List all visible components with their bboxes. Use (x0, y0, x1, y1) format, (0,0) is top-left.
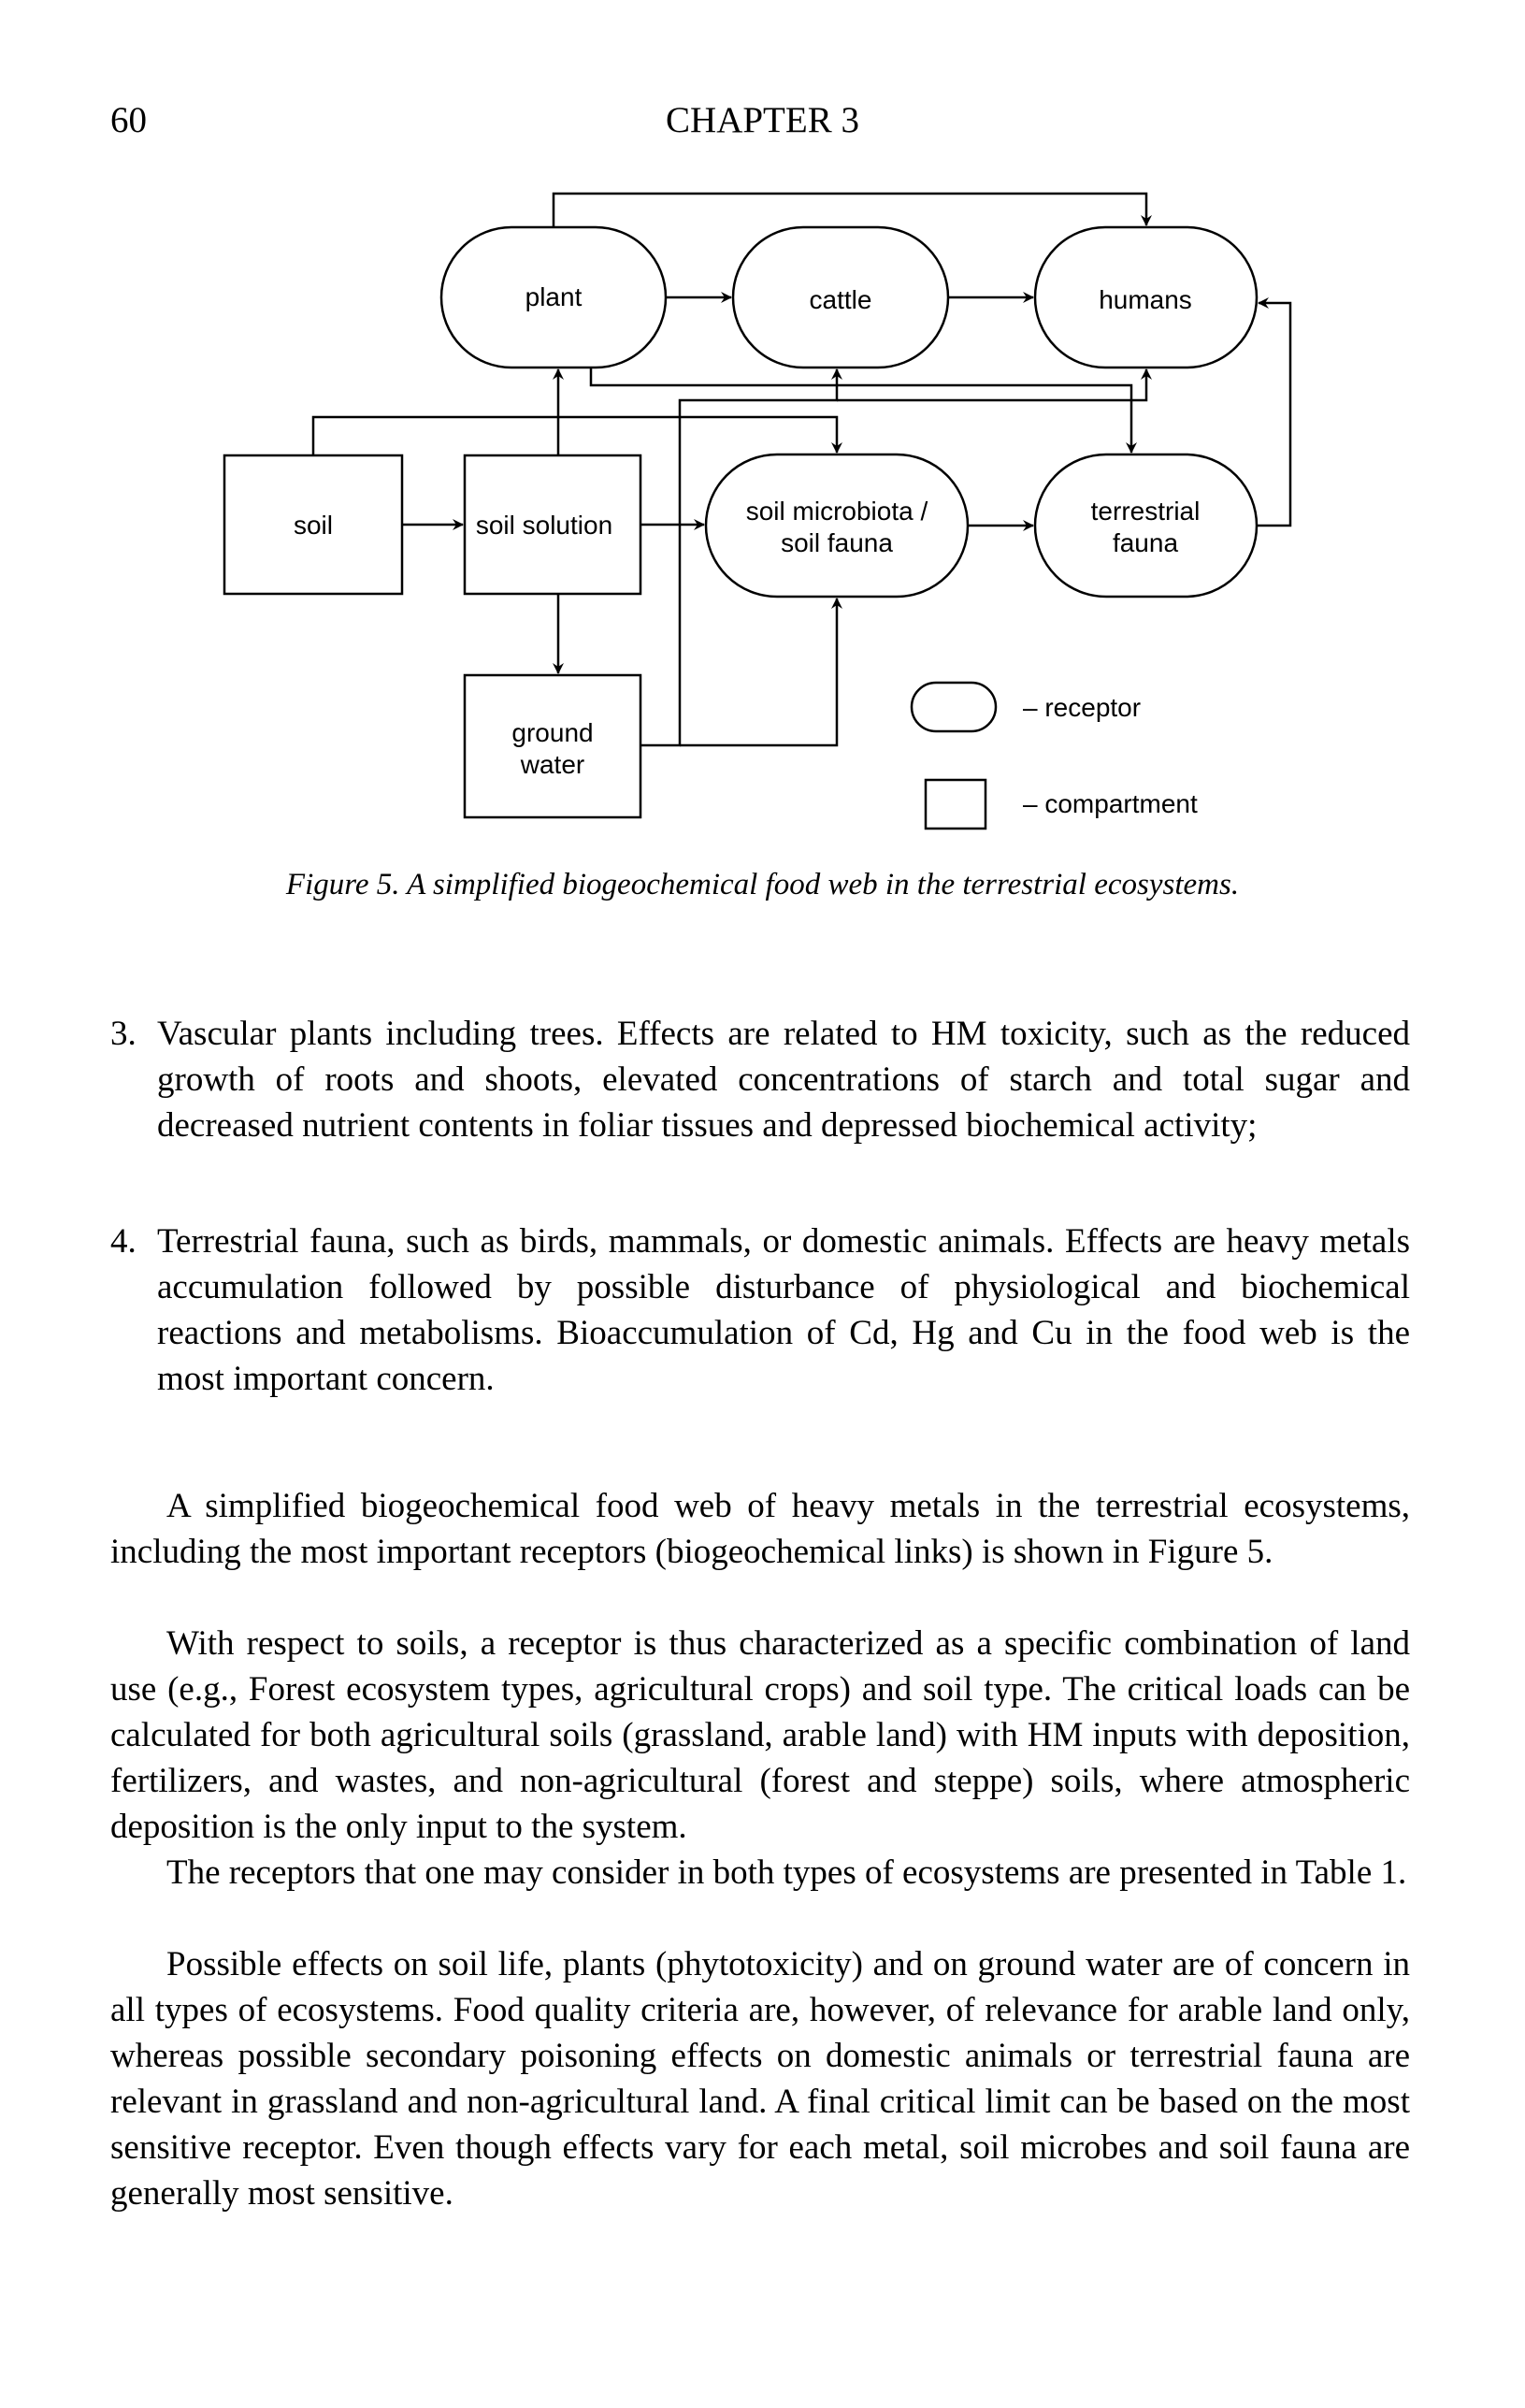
list-item-text: Vascular plants including trees. Effects… (157, 1015, 1410, 1145)
plant-label: plant (525, 282, 583, 311)
soil-to-microbiota-arrow (311, 415, 842, 455)
list-item-number: 3. (110, 1015, 137, 1053)
list-item-number: 4. (110, 1222, 137, 1261)
soil-microbiota-label-line2: soil fauna (781, 528, 893, 557)
figure-caption: Figure 5. A simplified biogeochemical fo… (285, 868, 1240, 901)
groundwater-to-cattle-arrow (640, 368, 842, 747)
ground-water-label-line1: ground (511, 718, 593, 747)
body-paragraph: The receptors that one may consider in b… (166, 1853, 1407, 1892)
legend-compartment-label: – compartment (1023, 789, 1198, 818)
humans-label: humans (1099, 285, 1192, 314)
running-head: CHAPTER 3 (666, 100, 859, 140)
legend-compartment-shape (924, 778, 987, 830)
soil-label: soil (294, 511, 333, 540)
body-paragraph: A simplified biogeochemical food web of … (110, 1487, 1410, 1571)
cattle-label: cattle (810, 285, 872, 314)
body-paragraph: Possible effects on soil life, plants (p… (110, 1945, 1410, 2213)
soil-microbiota-receptor (704, 453, 970, 598)
body-paragraph: With respect to soils, a receptor is thu… (110, 1624, 1410, 1846)
terrestrial-fauna-receptor (1033, 453, 1259, 598)
plant-to-fauna-arrow (589, 368, 1137, 454)
food-web-diagram: plant cattle humans soil soil solution s… (223, 192, 1292, 830)
fauna-to-humans-arrow (1257, 297, 1292, 527)
humans-receptor (1033, 225, 1259, 369)
terrestrial-fauna-label-line1: terrestrial (1091, 497, 1201, 526)
soil-solution-label: soil solution (476, 511, 612, 540)
page-number: 60 (110, 100, 147, 140)
groundwater-to-humans-arrow (837, 368, 1152, 402)
groundwater-to-microbiota-arrow (680, 598, 842, 747)
plant-to-humans-arrow (552, 192, 1152, 227)
list-item-text: Terrestrial fauna, such as birds, mammal… (157, 1222, 1410, 1398)
terrestrial-fauna-label-line2: fauna (1113, 528, 1178, 557)
soil-microbiota-label-line1: soil microbiota / (746, 497, 928, 526)
legend-receptor-shape (910, 681, 998, 733)
legend-receptor-label: – receptor (1023, 693, 1141, 722)
ground-water-label-line2: water (520, 750, 584, 779)
